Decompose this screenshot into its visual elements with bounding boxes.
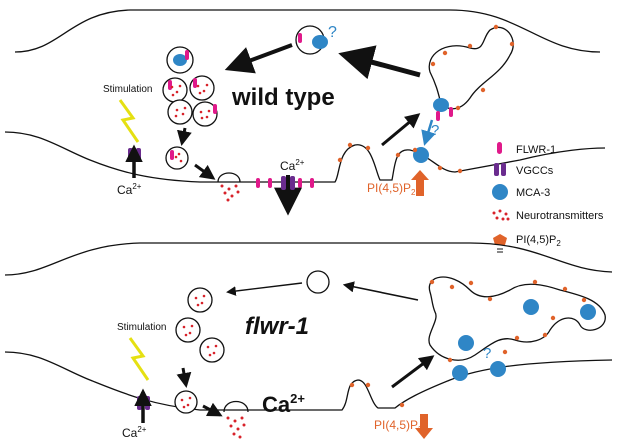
wt-title: wild type bbox=[231, 84, 335, 111]
flwr1-pip2-down-arrow bbox=[415, 414, 433, 439]
mca3-marker bbox=[312, 35, 328, 49]
wt-pip2-up-arrow bbox=[411, 170, 429, 196]
legend-neurotransmitter-icon bbox=[492, 209, 510, 221]
wt-ca-left: Ca2+ bbox=[117, 182, 142, 197]
flwr1-pip2-marks bbox=[349, 279, 587, 408]
wt-mca3-endosome bbox=[433, 98, 449, 112]
wt-mca3-membrane bbox=[413, 147, 429, 163]
flwr1-mca3-endosome bbox=[458, 299, 596, 351]
flwr1-stimulation-label: Stimulation bbox=[117, 322, 166, 333]
wt-inner-membrane bbox=[4, 131, 606, 183]
wt-arrow-dock bbox=[176, 127, 192, 146]
flwr1-stimulation-bolt bbox=[128, 337, 150, 381]
wt-pip2-marks bbox=[337, 24, 515, 174]
wt-arrow-membrane-to-endosome bbox=[381, 113, 421, 147]
flwr1-arrow-fuse bbox=[202, 402, 223, 417]
wt-arrow-fuse bbox=[194, 163, 216, 180]
flwr1-arrow-membrane-to-endosome bbox=[391, 355, 435, 389]
wt-vesicle-pool bbox=[162, 46, 218, 127]
wt-ca-center: Ca2+ bbox=[280, 158, 305, 173]
legend-pip2-label: PI(4,5)P2 bbox=[516, 234, 561, 248]
wt-docking-vesicle bbox=[165, 146, 189, 170]
flwr1-fusing-vesicle bbox=[223, 400, 249, 413]
flwr1-arrow-to-pool bbox=[226, 282, 303, 296]
flwr1-outer-membrane bbox=[4, 242, 613, 276]
wt-fusing-vesicle bbox=[217, 172, 241, 183]
legend-pip2-icon bbox=[493, 234, 507, 245]
wt-arrow-to-pool bbox=[224, 43, 293, 74]
legend-mca3-label: MCA-3 bbox=[516, 187, 550, 199]
wt-outer-membrane bbox=[14, 9, 601, 53]
legend-vgcc-icon bbox=[494, 163, 506, 176]
flwr1-released-neurotransmitters bbox=[226, 416, 246, 439]
wt-stimulation-label: Stimulation bbox=[103, 84, 152, 95]
legend-flwr1-label: FLWR-1 bbox=[516, 144, 556, 156]
flwr1-mca3-membrane bbox=[452, 361, 506, 381]
flwr1-arrow-recycle bbox=[342, 281, 419, 301]
wt-arrow-recycle bbox=[338, 45, 421, 80]
flwr1-endosome bbox=[428, 276, 606, 361]
wt-question-top: ? bbox=[328, 24, 337, 41]
flwr1-arrow-dock bbox=[176, 367, 192, 388]
legend: FLWR-1 VGCCs MCA-3 Neurotransmitters PI(… bbox=[492, 142, 604, 253]
legend-mca3-icon bbox=[492, 184, 508, 200]
wt-endosome bbox=[428, 26, 514, 110]
flwr1-ca-center: Ca2+ bbox=[262, 391, 305, 417]
flwr1-docking-vesicle bbox=[174, 390, 198, 414]
wt-stimulation-bolt bbox=[118, 99, 140, 143]
flwr1-vesicle-pool bbox=[175, 287, 225, 363]
flwr1-recycled-vesicle bbox=[306, 270, 330, 294]
wt-released-neurotransmitters bbox=[220, 184, 240, 202]
wt-membrane-flwr1 bbox=[256, 178, 314, 188]
wt-arrow-blue bbox=[421, 119, 436, 146]
flwr1-pip2-label: PI(4,5)P2 bbox=[374, 418, 423, 434]
wt-question-mid: ? bbox=[431, 122, 439, 139]
wt-pip2-label: PI(4,5)P2 bbox=[367, 181, 416, 197]
flwr1-question-mid: ? bbox=[483, 345, 491, 362]
flwr1-title: flwr-1 bbox=[245, 313, 309, 340]
legend-neurotransmitters-label: Neurotransmitters bbox=[516, 210, 604, 222]
wt-vgcc-center bbox=[281, 176, 295, 190]
flwr1-inner-membrane bbox=[4, 351, 613, 411]
flwr1-marker bbox=[298, 33, 302, 43]
flwr1-ca-left: Ca2+ bbox=[122, 425, 147, 440]
legend-vgcc-label: VGCCs bbox=[516, 165, 554, 177]
legend-flwr1-icon bbox=[497, 142, 502, 154]
